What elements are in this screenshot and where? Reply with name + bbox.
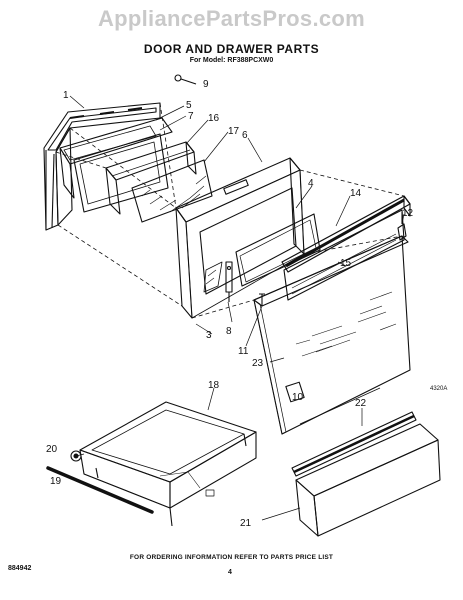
part-16-glass-holder bbox=[105, 141, 197, 215]
callout-5: 5 bbox=[186, 100, 192, 111]
callout-18: 18 bbox=[208, 380, 220, 391]
part-4-inner-panel bbox=[235, 213, 321, 287]
leader-lines bbox=[67, 95, 405, 521]
callout-8: 8 bbox=[226, 326, 232, 337]
callout-11: 11 bbox=[238, 346, 249, 357]
part-22-drawer-trim bbox=[291, 411, 417, 477]
callout-12: 12 bbox=[402, 208, 414, 219]
part-19-drawer-rail bbox=[46, 466, 154, 514]
callout-19: 19 bbox=[50, 476, 62, 487]
callout-9: 9 bbox=[203, 79, 209, 90]
part-17-window-glass bbox=[131, 159, 213, 223]
alignment-lines bbox=[55, 102, 405, 319]
part-11-screw bbox=[259, 293, 265, 306]
part-18-drawer bbox=[79, 401, 257, 527]
page-title: DOOR AND DRAWER PARTS bbox=[143, 42, 320, 56]
callout-10: 10 bbox=[292, 392, 304, 403]
document-number: 884942 bbox=[8, 565, 32, 572]
callout-labels: 1 9 5 7 16 17 6 4 14 12 15 3 8 11 23 10 … bbox=[46, 79, 414, 529]
callout-1: 1 bbox=[63, 90, 69, 101]
callout-20: 20 bbox=[46, 444, 58, 455]
part-7-glass-panel bbox=[73, 133, 169, 213]
callout-3: 3 bbox=[206, 330, 212, 341]
callout-21: 21 bbox=[240, 518, 252, 529]
callout-6: 6 bbox=[242, 130, 248, 141]
part-21-drawer-front bbox=[295, 423, 441, 537]
callout-16: 16 bbox=[208, 113, 220, 124]
callout-15: 15 bbox=[340, 258, 352, 269]
ordering-note: FOR ORDERING INFORMATION REFER TO PARTS … bbox=[129, 554, 334, 561]
page-number: 4 bbox=[228, 569, 232, 576]
model-subtitle: For Model: RF388PCXW0 bbox=[189, 57, 274, 64]
part-9-screw bbox=[174, 74, 197, 85]
callout-23: 23 bbox=[252, 358, 264, 369]
callout-22: 22 bbox=[355, 398, 367, 409]
figure-code: 4320A bbox=[430, 386, 448, 392]
callout-7: 7 bbox=[188, 111, 194, 122]
callout-4: 4 bbox=[308, 178, 314, 189]
part-8-hinge bbox=[225, 261, 233, 302]
part-23-outer-door-panel bbox=[253, 235, 411, 435]
callout-14: 14 bbox=[350, 188, 362, 199]
part-6-door-liner bbox=[175, 157, 305, 319]
callout-17: 17 bbox=[228, 126, 240, 137]
part-5-glass-frame bbox=[59, 117, 173, 199]
part-1-door-frame bbox=[43, 102, 161, 231]
watermark: AppliancePartsPros.com bbox=[97, 6, 366, 31]
